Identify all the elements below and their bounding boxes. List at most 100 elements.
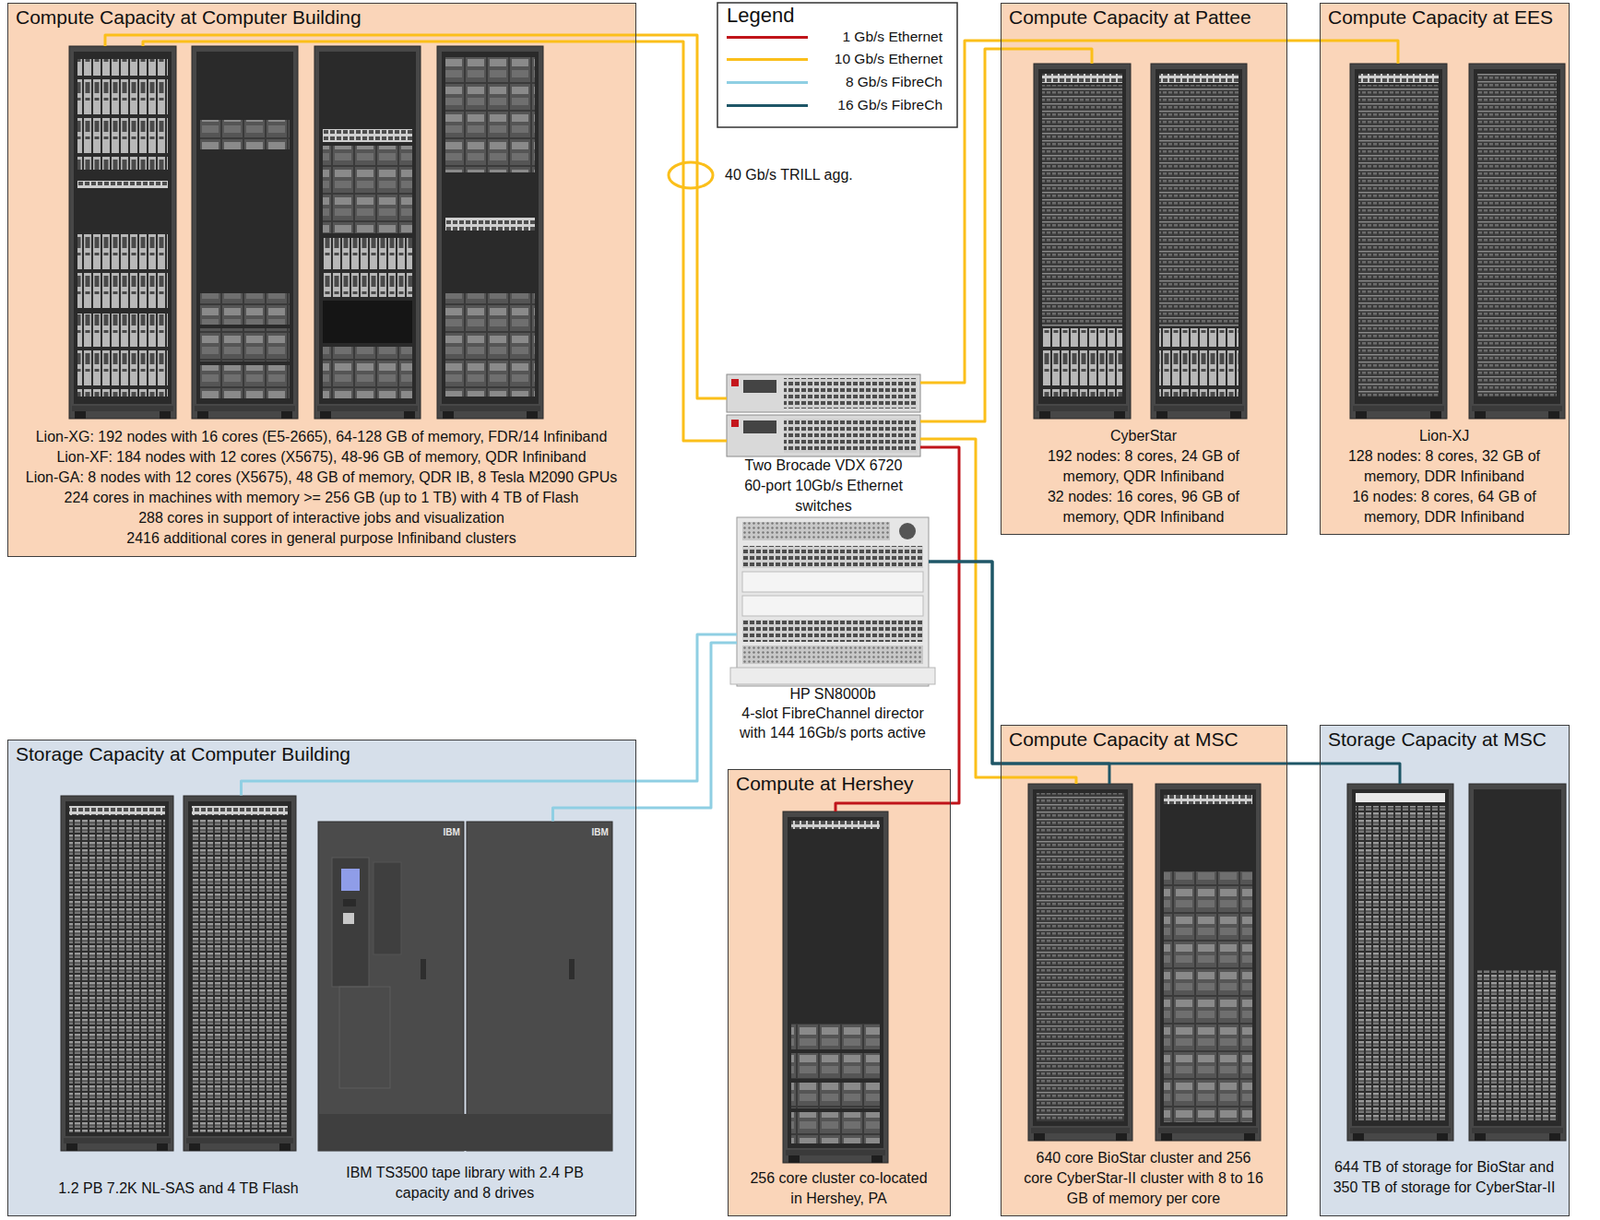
- site-panel: Compute Capacity at PatteeCyberStar192 n…: [1000, 2, 1288, 535]
- tape-library-cabinet: [420, 959, 427, 980]
- brand-logo-text: IBM: [443, 827, 461, 839]
- server-rack: [322, 237, 413, 297]
- storage-rack: [60, 795, 174, 1151]
- server-rack: [200, 119, 290, 150]
- cluster-spec: 640 core BioStar cluster and 256 core Cy…: [1023, 1148, 1264, 1209]
- storage-rack: [1473, 789, 1562, 1126]
- storage-rack: [1469, 783, 1566, 1141]
- storage-rack: [1549, 1133, 1561, 1141]
- server-rack: [437, 46, 544, 419]
- fibre-channel-chassis: [742, 545, 924, 569]
- ethernet-switch: [726, 414, 921, 457]
- legend-row: 8 Gb/s FibreCh: [717, 72, 943, 92]
- server-rack: [1042, 328, 1123, 397]
- storage-rack: [63, 1137, 171, 1144]
- spec-text: 2416 additional cores in general purpose…: [126, 528, 517, 549]
- server-rack: [1358, 73, 1439, 83]
- server-rack: [1352, 405, 1445, 412]
- panel-ground: [7, 2, 1570, 1217]
- storage-rack: [1350, 1127, 1451, 1134]
- panel-heading: Storage Capacity at Computer Building: [15, 742, 351, 767]
- server-rack: [1230, 411, 1242, 419]
- cluster-spec: CyberStar: [1032, 426, 1255, 447]
- ethernet-switch: [783, 418, 917, 453]
- server-rack: [1032, 789, 1128, 1126]
- site-panel: Compute at Hershey256 core cluster co-lo…: [727, 769, 951, 1217]
- ethernet-switch: [731, 419, 739, 427]
- server-rack: [159, 411, 171, 419]
- server-rack: [200, 365, 290, 399]
- ethernet-switch: [726, 374, 921, 413]
- server-rack: [1042, 73, 1123, 83]
- server-rack: [314, 46, 421, 419]
- server-rack: [1039, 411, 1051, 419]
- storage-rack: [191, 805, 288, 816]
- server-rack: [1358, 84, 1439, 397]
- server-rack: [322, 145, 413, 234]
- network-cable: [928, 561, 1110, 784]
- server-rack: [787, 817, 884, 1149]
- caption-block: HP SN8000b4-slot FibreChannel director w…: [734, 684, 933, 743]
- server-rack: [791, 1082, 880, 1109]
- panel-ground: [1319, 2, 1570, 535]
- legend-text: 16 Gb/s FibreCh: [717, 95, 943, 115]
- server-rack: [1354, 69, 1443, 404]
- server-rack: [1028, 783, 1133, 1141]
- server-rack: [403, 411, 415, 419]
- fibre-channel-chassis: [742, 571, 924, 593]
- caption-block: 1.2 PB 7.2K NL-SAS and 4 TB Flash: [53, 1178, 305, 1199]
- server-rack: [1477, 73, 1557, 397]
- device-caption: Two Brocade VDX 6720 60-port 10Gb/s Ethe…: [734, 455, 914, 517]
- storage-rack: [183, 795, 297, 1151]
- ethernet-switch: [783, 378, 917, 409]
- fibre-channel-chassis: [736, 517, 929, 687]
- ethernet-switch-pair: Two Brocade VDX 6720 60-port 10Gb/s Ethe…: [726, 374, 921, 522]
- tape-library-cabinet: [343, 899, 356, 907]
- legend-row: 16 Gb/s FibreCh: [717, 95, 943, 115]
- server-rack: [314, 46, 421, 419]
- storage-rack: [69, 805, 166, 816]
- server-rack: [1159, 73, 1239, 83]
- cluster-spec: 256 core cluster co-located in Hershey, …: [746, 1168, 932, 1209]
- storage-caption: IBM TS3500 tape library with 2.4 PB capa…: [335, 1162, 594, 1204]
- server-rack: [77, 313, 168, 397]
- server-rack: [788, 1155, 800, 1163]
- network-cable: [241, 634, 738, 796]
- legend-line-sample: [726, 58, 808, 61]
- server-rack: [194, 405, 296, 412]
- server-rack: [317, 405, 418, 412]
- spec-text: Lion-GA: 8 nodes with 12 cores (X5675), …: [25, 467, 617, 488]
- server-rack: [871, 1155, 883, 1163]
- panel-ground: [727, 769, 951, 1217]
- server-rack: [1033, 1133, 1045, 1141]
- server-rack: [445, 217, 535, 231]
- legend-text: 8 Gb/s FibreCh: [717, 72, 943, 92]
- site-panel: Storage Capacity at MSC644 TB of storage…: [1319, 724, 1570, 1217]
- panel-heading: Compute Capacity at EES: [1327, 5, 1553, 30]
- tape-library-cabinet: [318, 821, 613, 1151]
- server-rack: [1548, 411, 1560, 419]
- tape-library-cabinet: [318, 1114, 613, 1151]
- server-rack: [442, 411, 454, 419]
- aggregation-ring: [668, 162, 713, 189]
- server-rack: [1036, 793, 1125, 1122]
- server-rack: [782, 811, 889, 1163]
- fibre-channel-chassis: [730, 667, 936, 685]
- server-rack: [1114, 411, 1126, 419]
- server-rack: [1471, 405, 1563, 412]
- storage-rack: [1351, 789, 1449, 1126]
- panel-heading: Compute Capacity at MSC: [1008, 727, 1239, 752]
- ethernet-switch: [743, 379, 777, 393]
- tape-library-cabinet: [343, 912, 355, 925]
- server-rack: [196, 51, 294, 404]
- label-holder: Legend: [726, 3, 795, 28]
- server-rack: [319, 51, 416, 404]
- spec-text: Lion-XG: 192 nodes with 16 cores (E5-266…: [35, 426, 608, 448]
- server-rack: [1355, 411, 1367, 419]
- storage-rack: [1471, 1127, 1564, 1134]
- server-rack: [1160, 789, 1257, 1126]
- storage-spec: 644 TB of storage for BioStar and 350 TB…: [1327, 1157, 1563, 1198]
- cluster-spec: 128 nodes: 8 cores, 32 GB of memory, DDR…: [1333, 446, 1555, 487]
- server-rack: [1163, 871, 1253, 1123]
- storage-rack: [65, 801, 169, 1137]
